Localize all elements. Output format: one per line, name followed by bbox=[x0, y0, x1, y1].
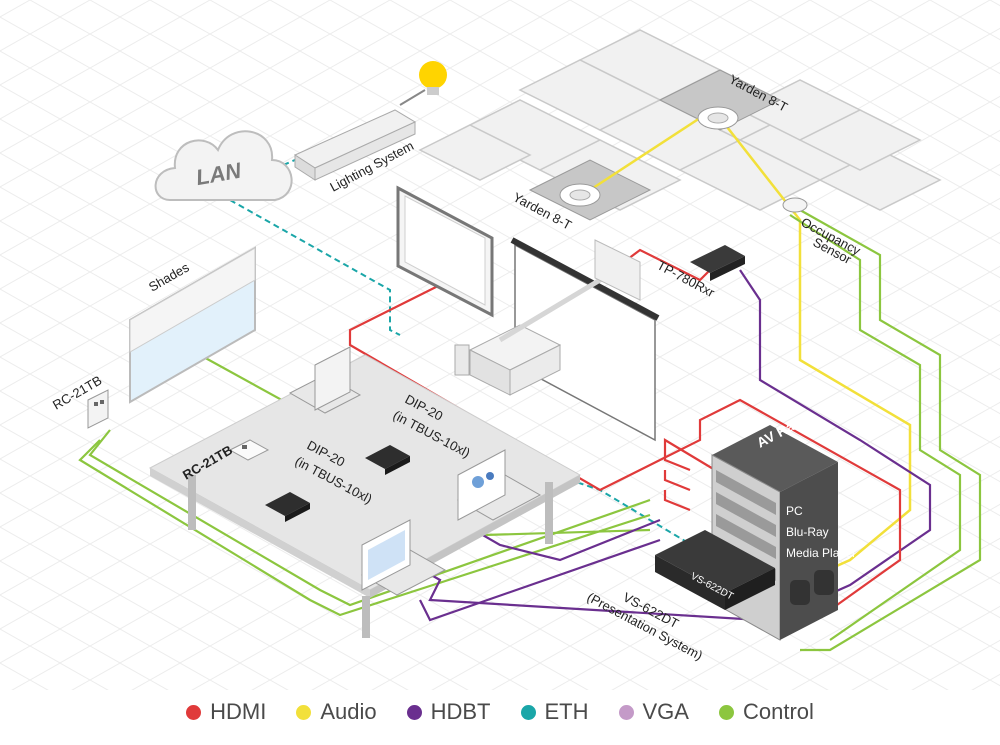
legend-dot-vga bbox=[618, 704, 634, 720]
legend-dot-hdmi bbox=[186, 704, 202, 720]
vs622dt-device: VS-622DT bbox=[655, 530, 775, 610]
legend-label-audio: Audio bbox=[320, 699, 377, 724]
display-panel bbox=[396, 185, 494, 318]
legend-dot-hdbt bbox=[406, 704, 422, 720]
system-diagram-canvas: LAN Lighting System Yarden 8-T Yarden 8-… bbox=[0, 0, 1000, 690]
legend-label-hdmi: HDMI bbox=[210, 699, 267, 724]
laptop-top bbox=[288, 346, 362, 414]
legend-item-hdmi: HDMI bbox=[186, 699, 266, 725]
ceiling-speaker-icon bbox=[697, 106, 739, 130]
legend-dot-eth bbox=[520, 704, 536, 720]
ceiling-tiles-speaker bbox=[528, 69, 782, 221]
rack-bluray-label: Blu-Ray bbox=[786, 525, 829, 539]
laptop-left bbox=[360, 519, 447, 596]
laptop-right bbox=[456, 449, 542, 521]
rack-pc-label: PC bbox=[786, 504, 803, 518]
legend-label-vga: VGA bbox=[642, 699, 689, 724]
lightbulb-icon bbox=[419, 61, 447, 95]
occupancy-sensor-icon bbox=[782, 197, 808, 213]
audio-cables bbox=[589, 116, 912, 602]
legend-item-audio: Audio bbox=[296, 699, 377, 725]
projector bbox=[454, 239, 641, 396]
legend-label-hdbt: HDBT bbox=[430, 699, 491, 724]
projection-screen bbox=[510, 237, 660, 442]
legend-label-control: Control bbox=[742, 699, 814, 724]
lan-cloud: LAN bbox=[154, 130, 293, 201]
legend-item-control: Control bbox=[718, 699, 814, 725]
legend-dot-control bbox=[718, 704, 734, 720]
rack-media-label: Media Player bbox=[786, 546, 856, 560]
cable-legend: HDMI Audio HDBT ETH VGA Control bbox=[0, 692, 1000, 732]
ceiling-speaker-icon bbox=[559, 183, 601, 207]
tp780rxr-device bbox=[690, 245, 745, 281]
legend-item-eth: ETH bbox=[520, 699, 589, 725]
legend-label-eth: ETH bbox=[544, 699, 589, 724]
legend-dot-audio bbox=[296, 704, 312, 720]
legend-item-hdbt: HDBT bbox=[406, 699, 491, 725]
legend-item-vga: VGA bbox=[618, 699, 689, 725]
